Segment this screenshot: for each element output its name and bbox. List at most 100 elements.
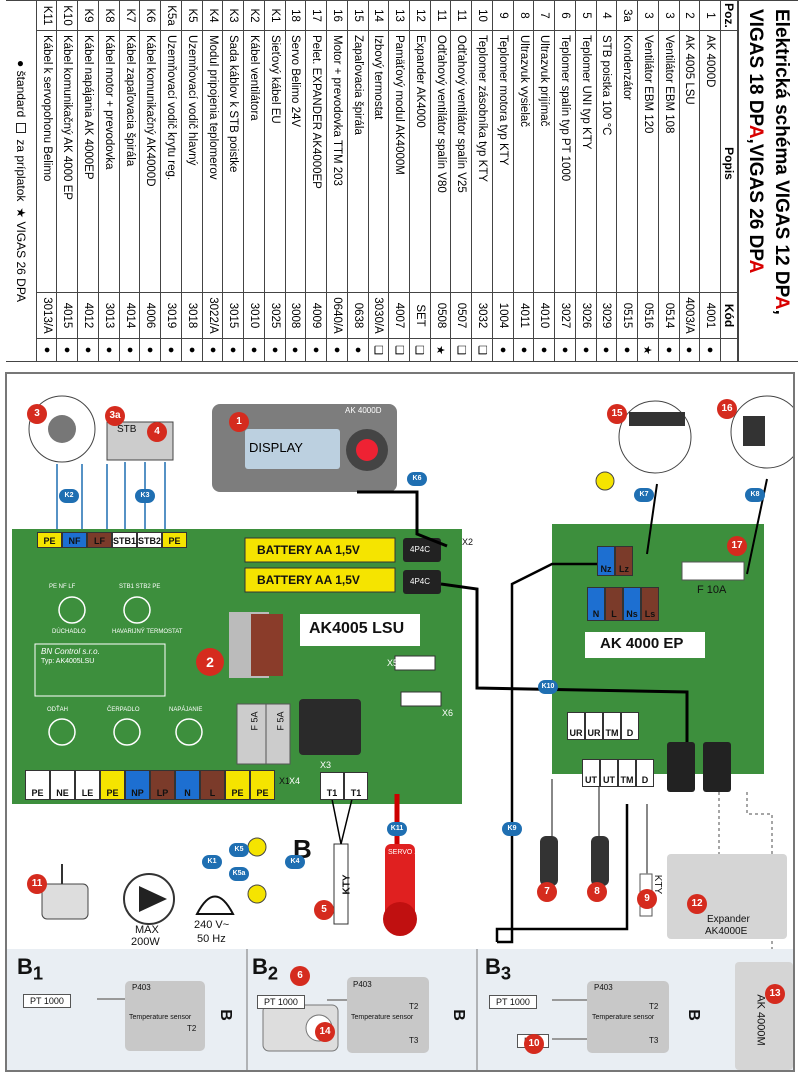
terminal-ls: Ls bbox=[641, 587, 659, 621]
terminal-ut: UT bbox=[600, 759, 618, 787]
ultrasound-receiver-icon bbox=[540, 836, 558, 886]
sym-label-mains: NAPÁJANIE bbox=[169, 707, 203, 713]
header-mark bbox=[721, 339, 737, 361]
cell-popis: Expander AK4000 bbox=[409, 31, 430, 293]
cell-mark: ● bbox=[662, 346, 675, 354]
cell-mark: ● bbox=[165, 346, 178, 354]
b3-title: B3 bbox=[485, 954, 511, 984]
cell-poz: 3 bbox=[638, 1, 658, 31]
cell-mark: ● bbox=[40, 346, 53, 354]
terminal-pe: PE bbox=[250, 770, 275, 800]
ep-label-plate bbox=[585, 632, 705, 658]
terminal-le: LE bbox=[75, 770, 100, 800]
b1-p403: P403 bbox=[132, 983, 151, 992]
header-kod: Kód bbox=[721, 293, 737, 339]
terminal-n: N bbox=[175, 770, 200, 800]
cell-kod: 4011 bbox=[513, 293, 534, 339]
cell-kod: 3032 bbox=[472, 293, 492, 339]
power-plug-icon bbox=[195, 895, 235, 915]
cell-poz: K2 bbox=[244, 1, 264, 31]
table-legend: ● štandard za príplatok ★ VIGAS 26 DPA bbox=[6, 1, 36, 361]
ignition-spiral-icon bbox=[618, 400, 692, 474]
b3-t3: T3 bbox=[649, 1036, 659, 1045]
terminal-tm: TM bbox=[603, 712, 621, 740]
ak4000d-label: AK 4000D bbox=[345, 406, 382, 415]
sym-label-pump: ČERPADLO bbox=[107, 707, 140, 713]
b2-p403: P403 bbox=[353, 980, 372, 989]
x5-connector bbox=[394, 655, 436, 671]
cell-popis: Teplomer motora typ KTY bbox=[492, 31, 513, 293]
display-button-icon bbox=[356, 439, 378, 461]
cell-popis: Sieťový kábel EU bbox=[264, 31, 285, 293]
cell-kod: 3026 bbox=[575, 293, 596, 339]
cell-poz: K5a bbox=[161, 1, 181, 31]
cell-mark: ❑ bbox=[371, 345, 384, 355]
battery-label-2: BATTERY AA 1,5V bbox=[257, 573, 360, 587]
cell-kod: 3019 bbox=[161, 293, 181, 339]
cell-kod: 0507 bbox=[451, 293, 472, 339]
terminal-lz: Lz bbox=[615, 546, 633, 576]
cell-poz: K4 bbox=[202, 1, 223, 31]
b1-output-b: B bbox=[216, 1009, 234, 1021]
pump-symbol-icon bbox=[113, 718, 141, 746]
cell-poz: K5 bbox=[181, 1, 202, 31]
power-frequency: 50 Hz bbox=[197, 933, 226, 945]
battery-label-1: BATTERY AA 1,5V bbox=[257, 543, 360, 557]
marker-3a: 3a bbox=[105, 406, 125, 426]
b2-title: B2 bbox=[252, 954, 278, 984]
cell-poz: 11 bbox=[451, 1, 472, 31]
ep-jack-2 bbox=[703, 742, 731, 792]
b2-pt1000: PT 1000 bbox=[257, 995, 305, 1009]
marker-9: 9 bbox=[637, 889, 657, 909]
terminal-ne: NE bbox=[50, 770, 75, 800]
cell-mark: ● bbox=[123, 346, 136, 354]
cell-mark: ● bbox=[559, 346, 571, 354]
cell-poz: K7 bbox=[119, 1, 140, 31]
cell-kod: 4001 bbox=[700, 293, 720, 339]
cell-poz: 10 bbox=[472, 1, 492, 31]
pump-arrow-icon bbox=[139, 886, 167, 912]
table-title: Elektrická schéma VIGAS 12 DPA, VIGAS 18… bbox=[738, 1, 798, 361]
b1-pt1000: PT 1000 bbox=[23, 994, 71, 1008]
cell-kod: 4012 bbox=[78, 293, 98, 339]
cell-popis: Izbový termostat bbox=[368, 31, 389, 293]
marker-1: 1 bbox=[229, 412, 249, 432]
b3-output-b: B bbox=[684, 1009, 702, 1021]
ep-fuse-label: F 10A bbox=[697, 584, 727, 596]
cell-mark: ❑ bbox=[454, 345, 467, 355]
cell-popis: Ventilátor EBM 120 bbox=[638, 31, 658, 293]
cell-poz: K1 bbox=[264, 1, 285, 31]
b2-t2: T2 bbox=[409, 1002, 419, 1011]
cell-kod: 4003/A bbox=[679, 293, 700, 339]
expander-name-label: AK4000E bbox=[705, 926, 748, 937]
cell-poz: 2 bbox=[679, 1, 700, 31]
cable-tag-k5: K5 bbox=[229, 843, 249, 857]
b1-letter: B bbox=[17, 954, 33, 979]
servo-gear-icon bbox=[383, 902, 417, 936]
cell-kod: 3013 bbox=[98, 293, 119, 339]
title-accent-b: A bbox=[745, 124, 766, 139]
cell-mark: ● bbox=[289, 346, 302, 354]
marker-6: 6 bbox=[290, 966, 310, 986]
cable-tag-k1: K1 bbox=[202, 855, 222, 869]
cell-kod: 0508 bbox=[430, 293, 451, 339]
cell-poz: 17 bbox=[306, 1, 327, 31]
marker-3: 3 bbox=[27, 404, 47, 424]
battery-2 bbox=[244, 567, 396, 593]
terminal-pe: PE bbox=[25, 770, 50, 800]
stb-symbol-icon bbox=[123, 596, 151, 624]
